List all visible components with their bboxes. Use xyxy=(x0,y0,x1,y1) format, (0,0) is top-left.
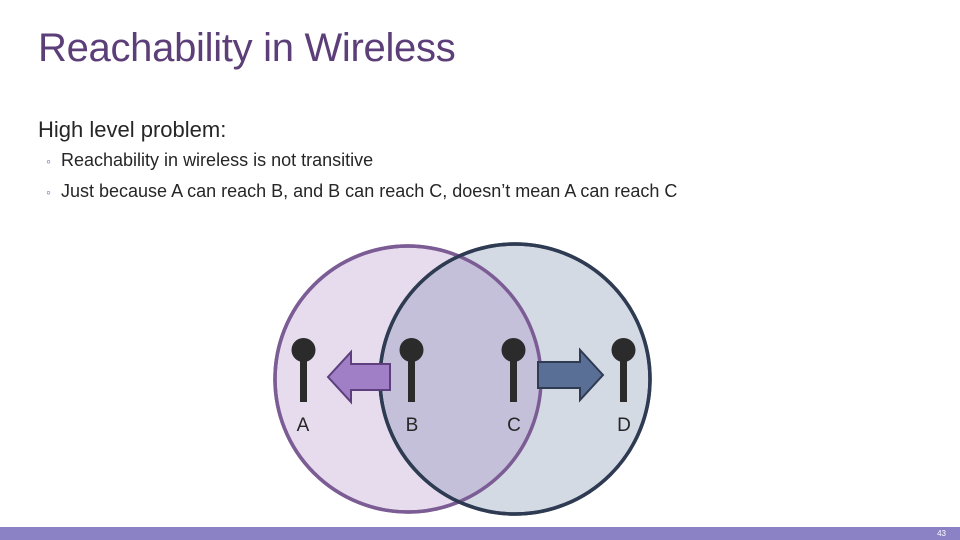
bullet-marker: ◦ xyxy=(46,184,51,200)
body-heading: High level problem: xyxy=(38,117,227,142)
bullet-marker: ◦ xyxy=(46,153,51,169)
node-d: D xyxy=(611,338,636,436)
antenna-mast xyxy=(300,352,307,402)
bullet-item-1: ◦ Reachability in wireless is not transi… xyxy=(46,148,677,179)
antenna-icon xyxy=(611,338,636,362)
bullet-list: ◦ Reachability in wireless is not transi… xyxy=(46,148,677,210)
node-c: C xyxy=(501,338,526,436)
antenna-icon xyxy=(291,338,316,362)
range-circle-left xyxy=(273,244,543,514)
antenna-mast xyxy=(620,352,627,402)
right-arrow-icon xyxy=(537,347,605,403)
bullet-text-1: Reachability in wireless is not transiti… xyxy=(61,150,374,170)
bullet-text-2: Just because A can reach B, and B can re… xyxy=(61,181,678,201)
node-label-a: A xyxy=(297,415,310,436)
antenna-icon xyxy=(399,338,424,362)
range-circle-right xyxy=(378,242,652,516)
range-overlap-region xyxy=(382,246,541,512)
node-b: B xyxy=(399,338,424,436)
node-a: A xyxy=(291,338,316,436)
slide-number: 43 xyxy=(937,529,946,538)
range-circle-right-outline xyxy=(378,242,652,516)
footer-bar xyxy=(0,527,960,540)
range-circle-left-outline xyxy=(273,244,543,514)
left-arrow-icon xyxy=(326,349,391,405)
slide-title: Reachability in Wireless xyxy=(38,26,456,70)
bullet-item-2: ◦ Just because A can reach B, and B can … xyxy=(46,179,677,210)
node-label-b: B xyxy=(406,415,419,436)
antenna-mast xyxy=(408,352,415,402)
antenna-mast xyxy=(510,352,517,402)
node-label-c: C xyxy=(507,415,521,436)
antenna-icon xyxy=(501,338,526,362)
node-label-d: D xyxy=(617,415,631,436)
